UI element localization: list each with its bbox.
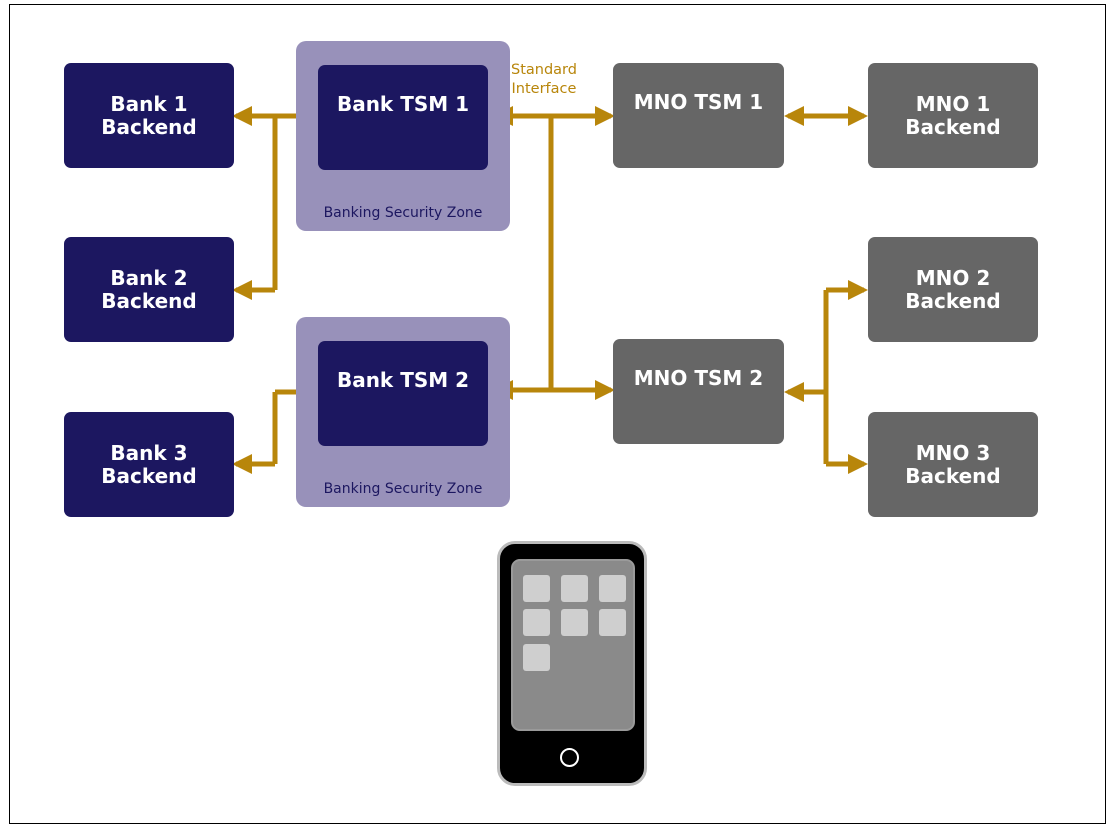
app-icon [523, 644, 550, 671]
bank-2-backend: Bank 2 Backend [64, 237, 234, 342]
mno-tsm-2: MNO TSM 2 [613, 339, 784, 444]
home-button-icon [560, 748, 579, 767]
phone-screen [511, 559, 635, 731]
connector-lines [232, 106, 868, 474]
mno-tsm-1: MNO TSM 1 [613, 63, 784, 168]
mno-3-backend: MNO 3 Backend [868, 412, 1038, 517]
app-icon [523, 575, 550, 602]
zone-label: Banking Security Zone [323, 205, 483, 221]
mno-2-backend: MNO 2 Backend [868, 237, 1038, 342]
mno-1-backend: MNO 1 Backend [868, 63, 1038, 168]
app-icon [599, 609, 626, 636]
app-icon [561, 575, 588, 602]
banking-security-zone-2: Bank TSM 2 Banking Security Zone [296, 317, 510, 507]
app-icon [561, 609, 588, 636]
banking-security-zone-1: Bank TSM 1 Banking Security Zone [296, 41, 510, 231]
bank-tsm-2: Bank TSM 2 [318, 341, 488, 446]
standard-interface-label: Standard Interface [511, 62, 577, 97]
zone-label: Banking Security Zone [323, 481, 483, 497]
app-icon [523, 609, 550, 636]
bank-1-backend: Bank 1 Backend [64, 63, 234, 168]
smartphone-icon [497, 541, 647, 786]
app-icon [599, 575, 626, 602]
bank-3-backend: Bank 3 Backend [64, 412, 234, 517]
bank-tsm-1: Bank TSM 1 [318, 65, 488, 170]
